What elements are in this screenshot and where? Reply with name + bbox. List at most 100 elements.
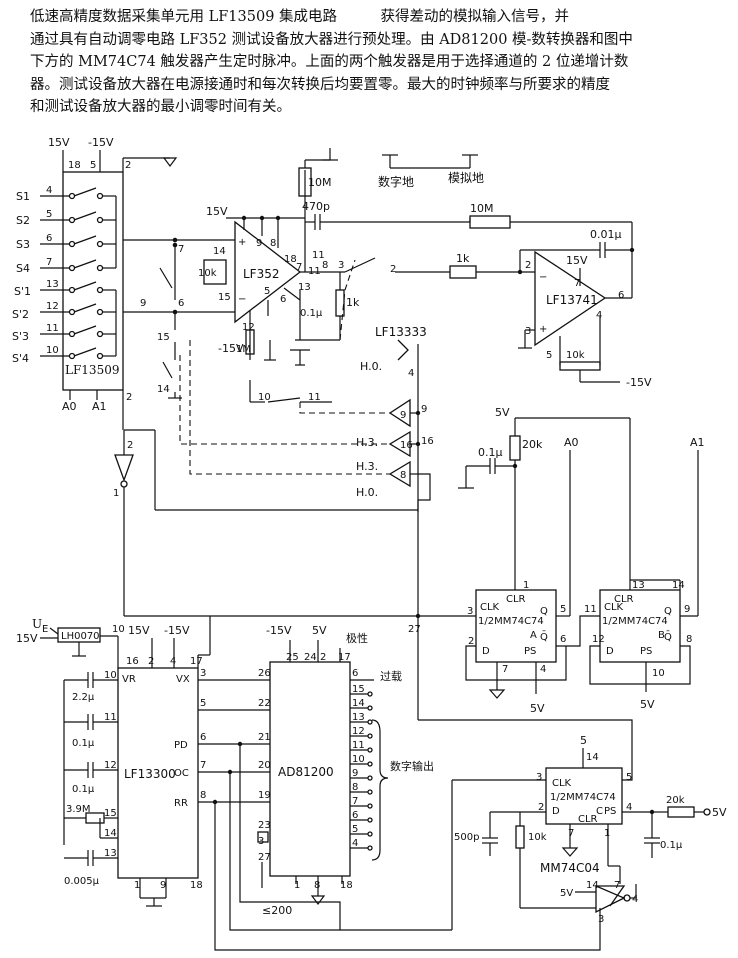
lf13300-cap-2: 0.1μ: [72, 738, 95, 749]
inamp-r-offset: 1M: [236, 344, 251, 355]
svg-text:8: 8: [270, 238, 276, 249]
analog-ground-label: 模拟地: [448, 171, 484, 185]
svg-text:4: 4: [352, 838, 358, 849]
svg-text:5: 5: [46, 209, 52, 220]
svg-text:2: 2: [148, 656, 154, 667]
inamp-supply-plus: 15V: [206, 205, 228, 218]
svg-text:7: 7: [352, 796, 358, 807]
svg-text:9: 9: [140, 298, 146, 309]
svg-text:1: 1: [294, 880, 300, 891]
svg-text:CLR: CLR: [578, 814, 598, 825]
svg-text:16: 16: [400, 440, 413, 451]
timer-r: 10k: [528, 832, 547, 843]
svg-text:10: 10: [46, 345, 59, 356]
integrator-r-in: 1k: [456, 252, 470, 265]
svg-text:19: 19: [258, 790, 271, 801]
integrator-triangle: [534, 250, 607, 347]
lf13300-cap-4: 0.005μ: [64, 876, 100, 887]
mux-body: [62, 171, 124, 391]
svg-text:1: 1: [134, 880, 140, 891]
svg-text:18: 18: [284, 254, 297, 265]
description-line: 器。测试设备放大器在电源接通时和每次转换后均要置零。最大的时钟频率与所要求的精度: [30, 76, 610, 93]
svg-text:CLR: CLR: [614, 594, 634, 605]
svg-text:12: 12: [592, 634, 605, 645]
inverter-a: [114, 454, 134, 482]
integrator-supply-minus: -15V: [626, 376, 652, 389]
svg-text:14: 14: [672, 580, 685, 591]
svg-text:PS: PS: [604, 806, 616, 817]
svg-text:4: 4: [626, 802, 632, 813]
svg-text:15: 15: [352, 684, 365, 695]
adc-overload: 过载: [380, 670, 402, 683]
inamp-r-out: 1k: [346, 296, 360, 309]
svg-text:12: 12: [242, 322, 255, 333]
svg-text:3: 3: [536, 772, 542, 783]
ff-a: [475, 589, 557, 663]
svg-text:2: 2: [320, 652, 326, 663]
svg-text:25: 25: [286, 652, 299, 663]
svg-text:14: 14: [213, 246, 226, 257]
counter-r: 20k: [522, 438, 543, 451]
svg-text:9: 9: [160, 880, 166, 891]
svg-text:7: 7: [574, 278, 580, 289]
svg-text:1/2MM74C74: 1/2MM74C74: [602, 616, 668, 627]
svg-text:16: 16: [421, 436, 434, 447]
lf352-inamp: LF352 + − 15V 9 8 18 14 10k 15 12 -15V 1…: [198, 148, 470, 366]
svg-text:6: 6: [618, 290, 624, 301]
integrator-r-fb: 10M: [470, 202, 494, 215]
timer-inverter-symbol: [596, 885, 626, 907]
svg-text:10: 10: [352, 754, 365, 765]
mux-input-s1: S1: [16, 190, 30, 203]
timer-ff: [545, 767, 623, 825]
svg-text:15: 15: [157, 332, 170, 343]
svg-text:9: 9: [256, 238, 262, 249]
lf13300-cap-3: 0.1μ: [72, 784, 95, 795]
svg-text:Q̄: Q̄: [540, 630, 548, 643]
svg-text:7: 7: [296, 262, 302, 273]
svg-text:3: 3: [200, 668, 206, 679]
svg-text:PS: PS: [640, 646, 652, 657]
svg-text:17: 17: [190, 656, 203, 667]
svg-text:5: 5: [90, 160, 96, 171]
svg-text:8: 8: [314, 880, 320, 891]
svg-text:5: 5: [626, 772, 632, 783]
svg-text:10: 10: [104, 670, 117, 681]
svg-text:5: 5: [200, 698, 206, 709]
svg-text:10: 10: [258, 392, 271, 403]
svg-text:1: 1: [604, 828, 610, 839]
mux-input-s4: S4: [16, 262, 30, 275]
timer-supply: 5: [580, 734, 587, 747]
svg-text:9: 9: [421, 404, 427, 415]
mux-input-s2: S2: [16, 214, 30, 227]
svg-text:22: 22: [258, 698, 271, 709]
digital-ground-label: 数字地: [378, 174, 414, 189]
svg-text:13: 13: [46, 279, 59, 290]
svg-text:8: 8: [322, 260, 328, 271]
inamp-supply-minus: -15V: [218, 342, 244, 355]
svg-text:11: 11: [312, 250, 325, 261]
svg-text:Q: Q: [540, 606, 548, 617]
ff-a-ps-supply: 5V: [530, 702, 545, 715]
svg-text:4: 4: [408, 368, 414, 379]
svg-text:3: 3: [525, 326, 531, 337]
svg-text:+: +: [539, 324, 547, 335]
lf13509-mux: 15V -15V 18 5 2 LF13509 S1 S2 S3 S4 S'1 …: [12, 136, 178, 430]
ff-b-ps-supply: 5V: [640, 698, 655, 711]
integrator-name: LF13741: [546, 293, 598, 307]
svg-text:5: 5: [352, 824, 358, 835]
svg-text:Q: Q: [664, 606, 672, 617]
svg-text:1: 1: [113, 488, 119, 499]
svg-text:11: 11: [46, 323, 59, 334]
svg-text:3: 3: [338, 260, 344, 271]
switch-level-ho-top: H.0.: [360, 360, 382, 373]
reference-supply: 15V: [16, 632, 38, 645]
svg-text:10: 10: [652, 668, 665, 679]
svg-text:13: 13: [104, 848, 117, 859]
svg-text:5: 5: [264, 286, 270, 297]
inamp-r-gain: 10k: [198, 268, 217, 279]
svg-text:7: 7: [200, 760, 206, 771]
description-line: 低速高精度数据采集单元用 LF13509 集成电路 获得差动的模拟输入信号，并: [30, 9, 570, 25]
svg-text:1: 1: [523, 580, 529, 591]
lf13300-supply-plus: 15V: [128, 624, 150, 637]
